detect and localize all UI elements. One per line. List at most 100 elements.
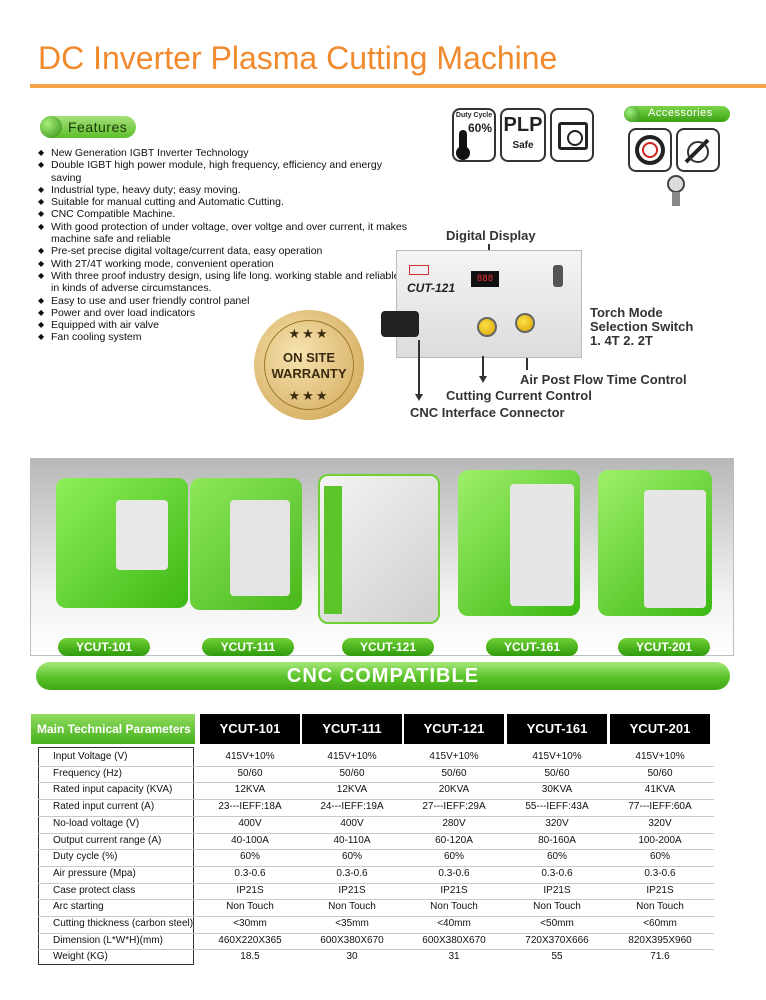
duty-cycle-label: Duty Cycle <box>455 112 493 119</box>
seal-line-1: ON SITE <box>282 350 335 365</box>
table-cell: 460X220X365 <box>218 934 282 946</box>
feature-item: Easy to use and user friendly control pa… <box>38 295 408 308</box>
thermometer-icon <box>456 130 470 160</box>
table-cell: IP21S <box>440 884 468 896</box>
row-divider <box>38 899 714 901</box>
table-cell: Non Touch <box>636 901 684 913</box>
warranty-seal: ★★★ ON SITE WARRANTY ★★★ <box>254 310 364 420</box>
machine-ycut-101-image <box>56 478 188 608</box>
feature-item: Industrial type, heavy duty; easy moving… <box>38 184 408 197</box>
table-cell: 20KVA <box>438 784 470 796</box>
regulator-icon <box>667 175 685 206</box>
table-cell: 60% <box>239 851 260 863</box>
table-cell: 12KVA <box>336 784 368 796</box>
row-divider <box>38 916 714 917</box>
table-cell: Non Touch <box>328 901 376 913</box>
model-label-ycut-121: YCUT-121 <box>342 638 434 656</box>
page-title: DC Inverter Plasma Cutting Machine <box>38 40 558 76</box>
feature-item: Suitable for manual cutting and Automati… <box>38 196 408 209</box>
row-label: Input Voltage (V) <box>53 751 128 762</box>
table-cell: 31 <box>448 951 460 963</box>
table-cell: IP21S <box>338 884 366 896</box>
row-label: No-load voltage (V) <box>53 817 140 829</box>
table-cell: 27---IEFF:29A <box>422 801 486 813</box>
generator-badge <box>550 108 594 162</box>
row-label: Air pressure (Mpa) <box>53 867 136 879</box>
table-cell: 60% <box>649 851 670 863</box>
row-divider <box>38 865 714 867</box>
table-cell: 415V+10% <box>429 751 479 762</box>
features-heading-pill: Features <box>40 116 136 138</box>
bullet-dot-icon <box>624 106 640 122</box>
seal-stars-bottom: ★★★ <box>288 388 330 403</box>
table-cell: 0.3-0.6 <box>438 867 470 879</box>
model-label-ycut-101: YCUT-101 <box>58 638 150 656</box>
machine-ycut-201-image <box>598 470 712 616</box>
row-divider <box>38 932 714 934</box>
row-divider <box>38 882 714 884</box>
accessory-torch-image <box>676 128 720 172</box>
machine-ycut-161-image <box>458 470 580 616</box>
torch-mode-line-3: 1. 4T 2. 2T <box>590 333 653 348</box>
table-cell: 0.3-0.6 <box>644 867 676 879</box>
row-divider <box>38 849 714 851</box>
table-cell: Non Touch <box>226 901 274 913</box>
table-cell: 820X395X960 <box>628 934 692 946</box>
table-cell: 320V <box>648 817 672 829</box>
row-label: Weight (KG) <box>53 951 108 963</box>
seal-line-2: WARRANTY <box>271 366 347 381</box>
table-cell: 50/60 <box>647 767 673 779</box>
table-cell: 30KVA <box>541 784 573 796</box>
features-heading: Features <box>68 119 128 135</box>
table-cell: 0.3-0.6 <box>234 867 266 879</box>
table-cell: 30 <box>346 951 358 963</box>
table-cell: 60% <box>443 851 464 863</box>
table-cell: 600X380X670 <box>320 934 384 946</box>
row-label: Rated input capacity (KVA) <box>53 784 173 796</box>
table-cell: 320V <box>545 817 569 829</box>
model-label-ycut-201: YCUT-201 <box>618 638 710 656</box>
table-cell: 50/60 <box>441 767 467 779</box>
table-cell: 80-160A <box>538 834 576 846</box>
table-cell: 18.5 <box>240 951 260 963</box>
row-divider <box>38 832 714 834</box>
table-cell: 0.3-0.6 <box>541 867 573 879</box>
table-cell: 40-110A <box>333 834 371 846</box>
table-cell: <40mm <box>437 918 471 929</box>
table-cell: 55---IEFF:43A <box>525 801 589 813</box>
table-cell: 50/60 <box>339 767 365 779</box>
feature-item: CNC Compatible Machine. <box>38 208 408 221</box>
table-cell: <50mm <box>540 918 574 929</box>
air-post-flow-arrow <box>526 358 528 370</box>
table-cell: 400V <box>340 817 364 829</box>
air-post-flow-knob <box>515 313 535 333</box>
table-cell: 415V+10% <box>635 751 685 762</box>
machine-ycut-121-image <box>318 474 440 624</box>
cutting-current-knob <box>477 317 497 337</box>
column-header: YCUT-161 <box>507 714 607 744</box>
row-label: Dimension (L*W*H)(mm) <box>53 934 164 946</box>
feature-item: New Generation IGBT Inverter Technology <box>38 147 408 160</box>
table-cell: 0.3-0.6 <box>336 867 368 879</box>
table-cell: 41KVA <box>644 784 676 796</box>
table-cell: <30mm <box>233 918 267 929</box>
table-cell: 23---IEFF:18A <box>218 801 282 813</box>
accessory-cable-image <box>628 128 672 172</box>
air-post-flow-label: Air Post Flow Time Control <box>520 372 687 387</box>
feature-item: Pre-set precise digital voltage/current … <box>38 245 408 258</box>
table-cell: IP21S <box>646 884 674 896</box>
cutting-current-arrow <box>482 356 484 378</box>
arrow-down-icon <box>479 376 487 383</box>
feature-item: With good protection of under voltage, o… <box>38 221 408 246</box>
row-label: Rated input current (A) <box>53 801 155 813</box>
torch-mode-line-2: Selection Switch <box>590 319 694 334</box>
table-cell: Non Touch <box>430 901 478 913</box>
table-cell: 12KVA <box>234 784 266 796</box>
table-cell: 100-200A <box>638 834 682 846</box>
cnc-connector-label: CNC Interface Connector <box>410 405 565 420</box>
duty-cycle-value: 60% <box>467 121 492 135</box>
table-cell: 50/60 <box>544 767 570 779</box>
torch-mode-switch <box>553 265 563 287</box>
plp-sub: Safe <box>512 140 534 151</box>
table-cell: Non Touch <box>533 901 581 913</box>
